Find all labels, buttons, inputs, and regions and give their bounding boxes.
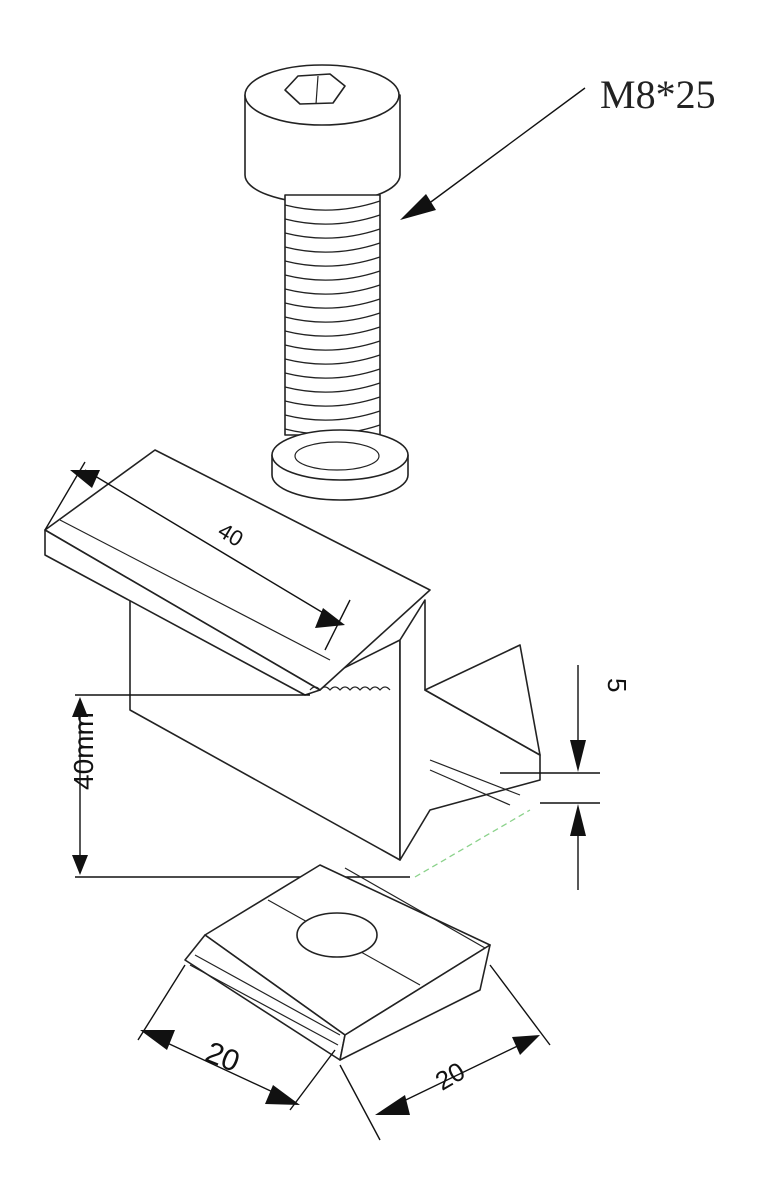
thread-line (284, 368, 381, 379)
clamp-height-label: 40mm (68, 712, 99, 790)
nut-width-label: 20 (201, 1036, 244, 1079)
hex-socket-icon (284, 73, 346, 105)
dimension-40mm (72, 694, 531, 878)
t-nut (184, 864, 491, 1061)
thread-line (284, 270, 381, 281)
thread-line (284, 242, 381, 253)
washer (271, 429, 409, 501)
bolt (244, 64, 401, 436)
thread-line (284, 256, 381, 267)
thread-line (284, 228, 381, 239)
thread-line (284, 326, 381, 337)
thread-line (284, 410, 381, 421)
dimension-40 (44, 461, 351, 651)
bolt-spec-label: M8*25 (600, 72, 716, 117)
bolt-leader (400, 87, 586, 220)
thread-line (284, 284, 381, 295)
end-clamp (44, 449, 541, 861)
thread-line (284, 354, 381, 365)
thread-line (284, 214, 381, 225)
nut-length-label: 20 (430, 1056, 470, 1096)
thread-line (284, 200, 381, 211)
thread-line (284, 312, 381, 323)
thread-line (284, 340, 381, 351)
thread-line (284, 382, 381, 393)
thread-line (284, 298, 381, 309)
dimension-20-length (339, 964, 551, 1141)
dimension-5 (500, 665, 600, 890)
thread-line (284, 396, 381, 407)
lip-thickness-label: 5 (602, 678, 632, 692)
dimension-20-width (137, 964, 336, 1111)
